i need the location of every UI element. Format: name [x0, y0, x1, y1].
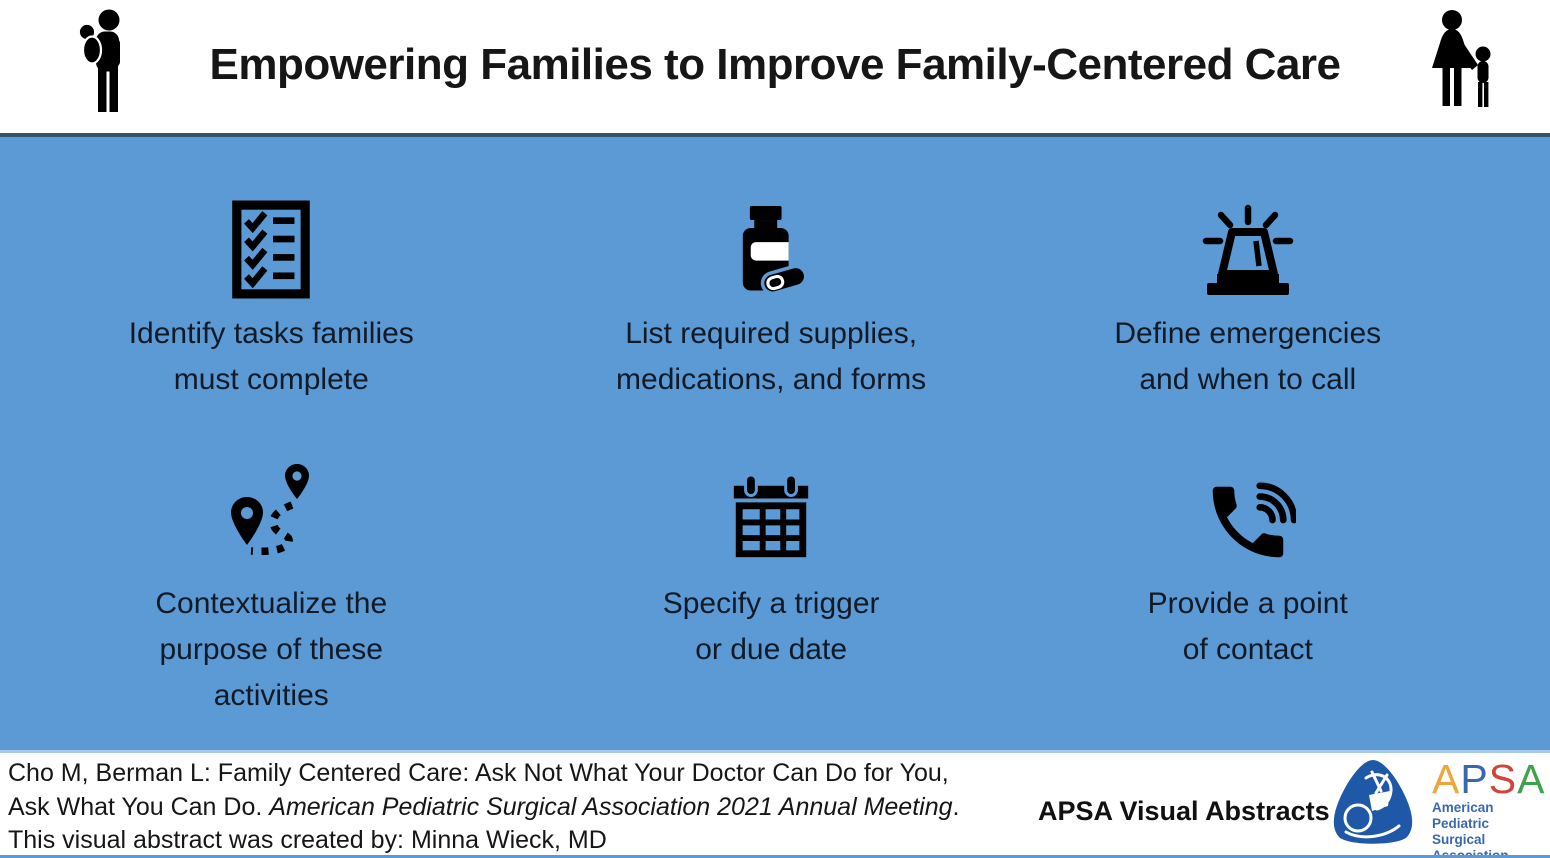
header: Empowering Families to Improve Family-Ce…	[0, 0, 1550, 133]
citation-line-1: Cho M, Berman L: Family Centered Care: A…	[8, 759, 949, 787]
org-name-line-1: American Pediatric	[1432, 800, 1494, 831]
route-map-icon	[221, 457, 321, 569]
phone-call-icon	[1200, 457, 1296, 569]
apsa-visual-abstracts-label: APSA Visual Abstracts	[1038, 796, 1330, 826]
slide-bottom-edge	[0, 855, 1550, 858]
medication-bottle-icon	[734, 187, 808, 299]
caption-emergencies: Define emergencies and when to call	[1114, 317, 1382, 396]
footer: Cho M, Berman L: Family Centered Care: A…	[0, 756, 1550, 858]
content-panel: Identify tasks families must complete	[0, 133, 1550, 753]
grid-item-emergencies: Define emergencies and when to call	[1000, 187, 1496, 403]
grid-item-supplies: List required supplies, medications, and…	[543, 187, 1000, 403]
grid-item-checklist: Identify tasks families must complete	[0, 187, 543, 403]
caption-contact: Provide a point of contact	[1147, 587, 1348, 666]
grid-item-contact: Provide a point of contact	[1000, 457, 1496, 719]
calendar-icon	[726, 457, 816, 569]
apsa-emblem-icon	[1322, 756, 1424, 858]
org-name-line-2: Surgical Association	[1432, 832, 1509, 858]
adult-carrying-baby-icon	[76, 8, 128, 114]
grid-row-1: Identify tasks families must complete	[0, 187, 1550, 403]
grid-row-2: Contextualize the purpose of these activ…	[0, 457, 1550, 719]
checklist-icon	[231, 187, 311, 299]
citation-meeting-name: American Pediatric Surgical Association …	[269, 792, 953, 821]
siren-icon	[1191, 187, 1305, 299]
apsa-wordmark: APSA	[1432, 756, 1546, 802]
citation-line-2: Ask What You Can Do. American Pediatric …	[8, 792, 960, 821]
apsa-logo-text: APSA American Pediatric Surgical Associa…	[1432, 758, 1550, 858]
grid-item-trigger: Specify a trigger or due date	[543, 457, 1000, 719]
page-title: Empowering Families to Improve Family-Ce…	[209, 40, 1341, 89]
woman-with-child-icon	[1426, 10, 1500, 114]
caption-identify-tasks: Identify tasks families must complete	[128, 317, 414, 396]
grid-item-contextualize: Contextualize the purpose of these activ…	[0, 457, 543, 719]
citation-line-3: This visual abstract was created by: Min…	[8, 826, 607, 854]
caption-supplies: List required supplies, medications, and…	[616, 317, 927, 396]
caption-trigger: Specify a trigger or due date	[662, 587, 880, 666]
caption-contextualize: Contextualize the purpose of these activ…	[155, 587, 388, 712]
citation: Cho M, Berman L: Family Centered Care: A…	[8, 757, 1028, 858]
